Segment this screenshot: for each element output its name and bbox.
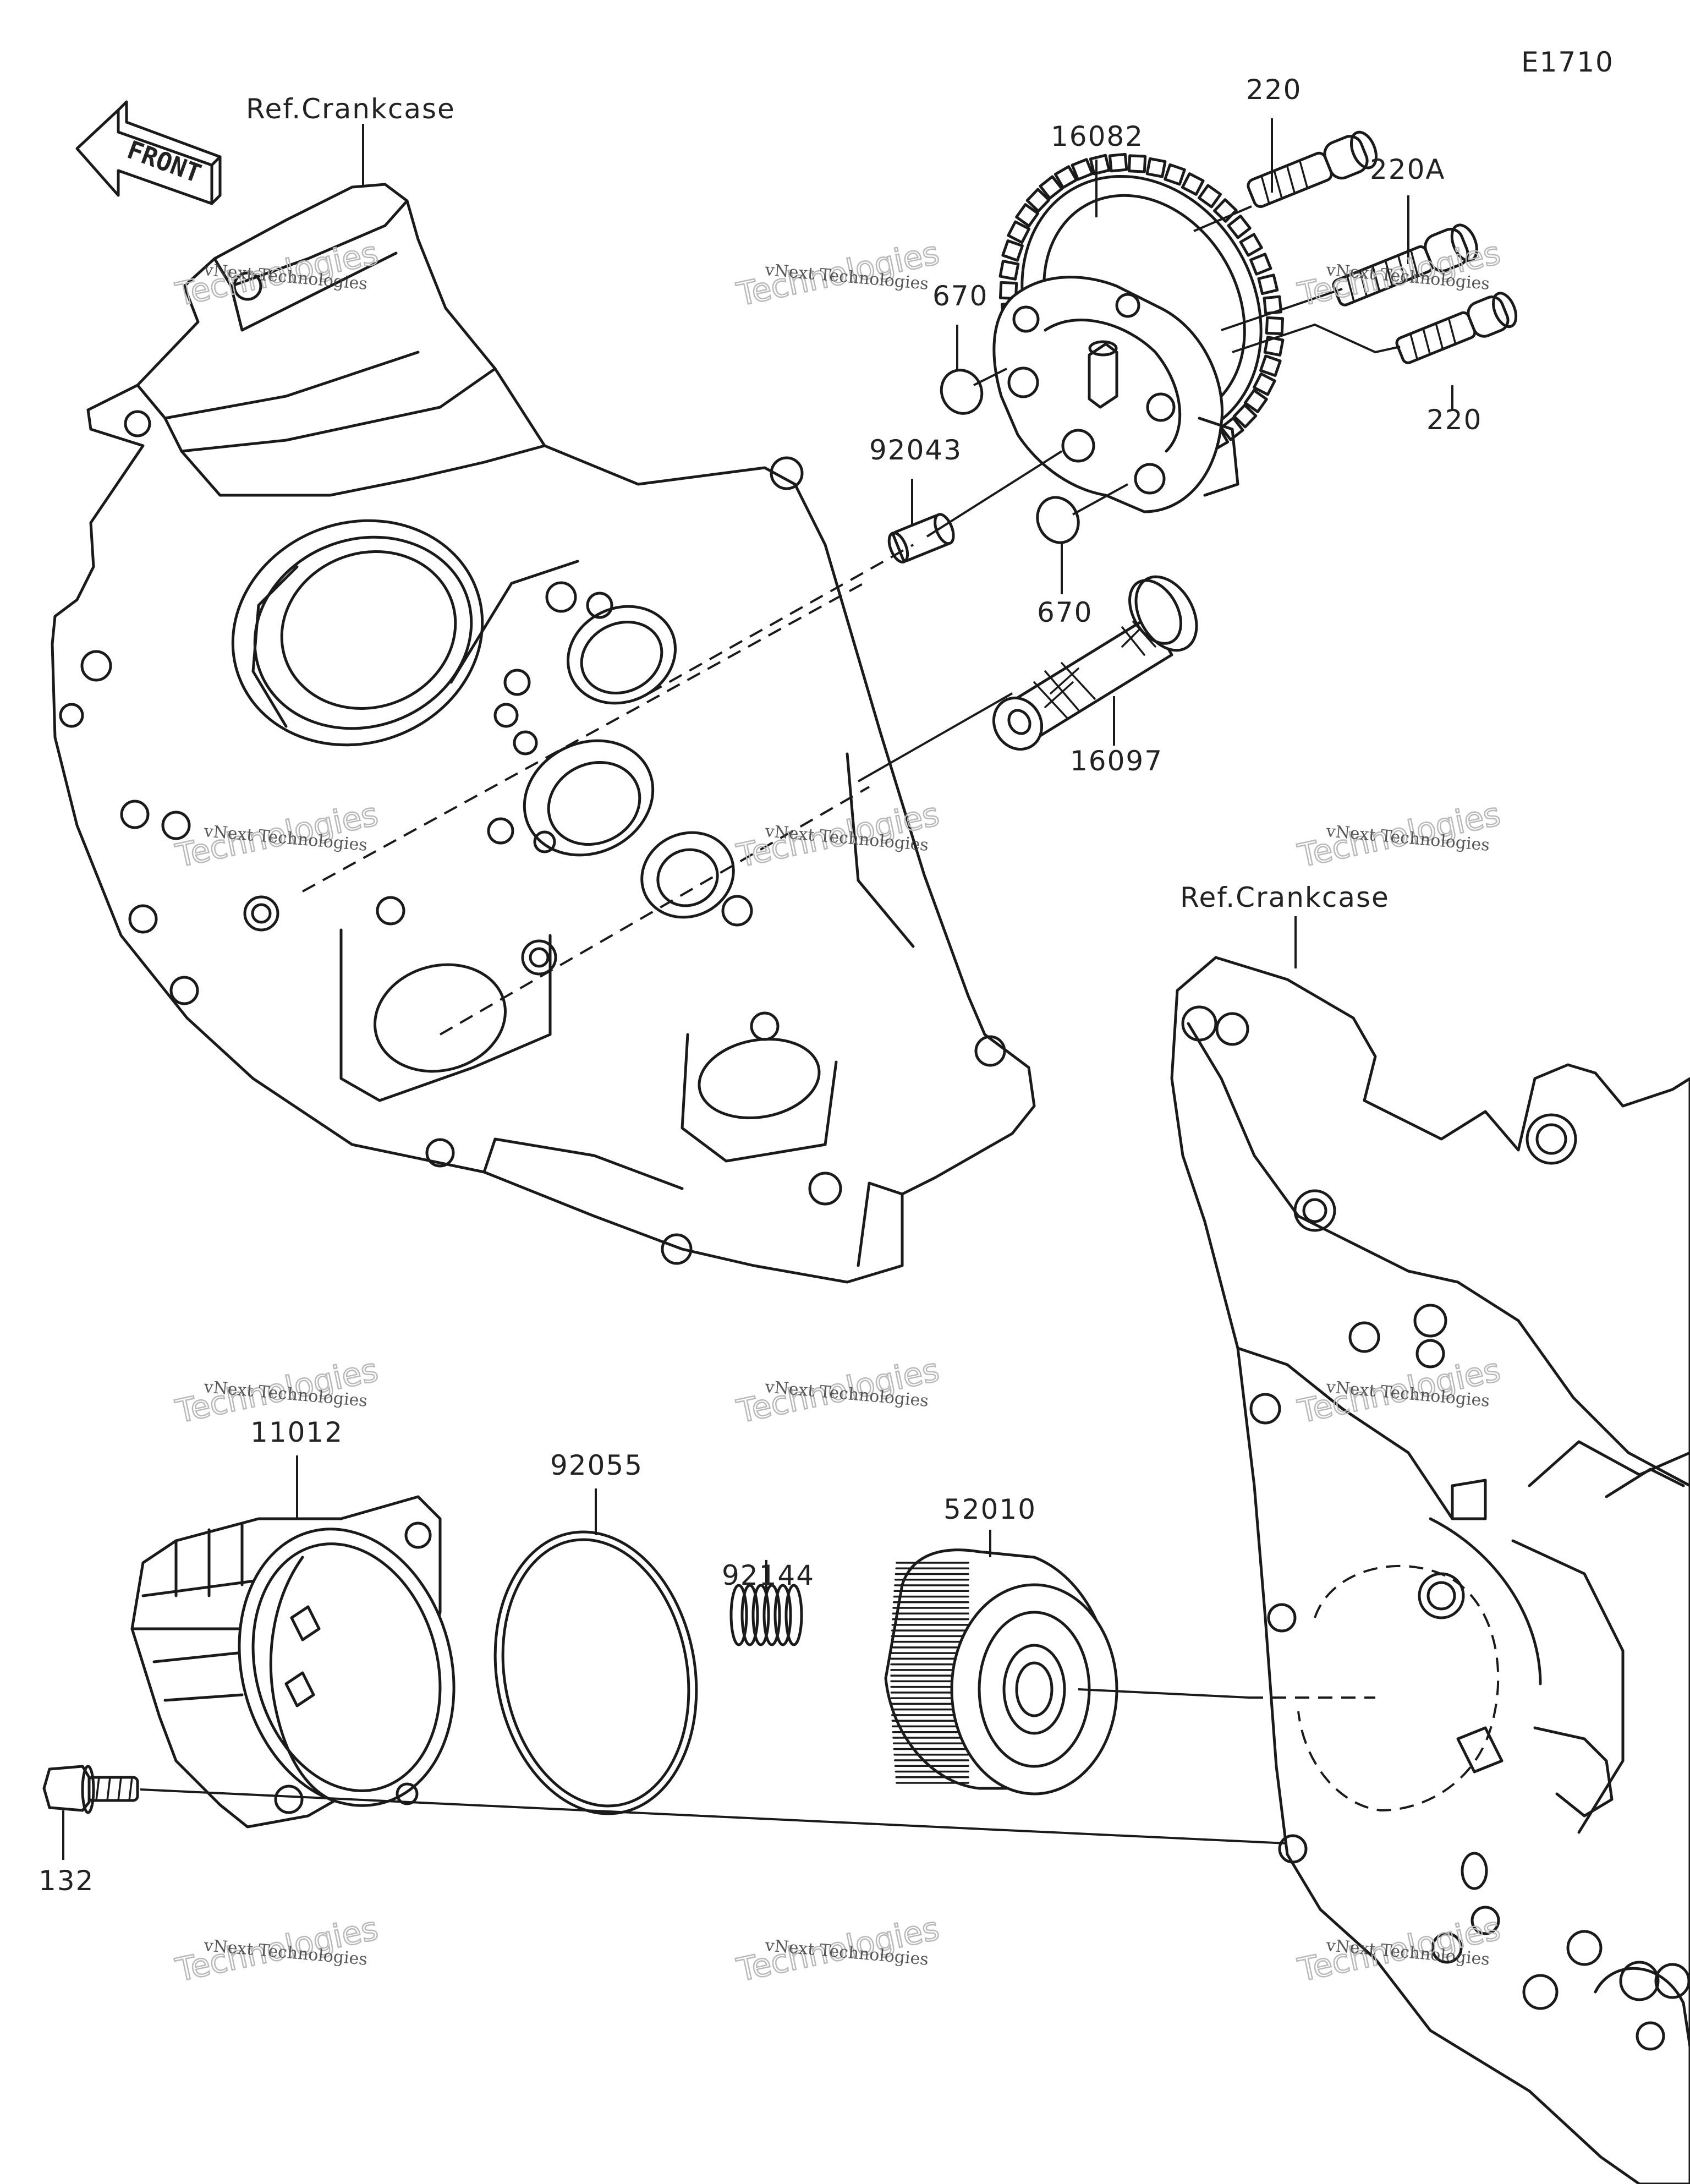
gear-tooth: [1145, 157, 1167, 178]
ref-crankcase-right: Ref.Crankcase: [1180, 882, 1390, 913]
gear-tooth: [1001, 239, 1024, 262]
diagram-code: E1710: [1521, 46, 1614, 78]
gear-tooth: [1253, 372, 1276, 396]
bolt-220-top: [1247, 130, 1378, 208]
label-670-upper: 670: [932, 280, 988, 312]
leader-lines: [62, 118, 1453, 1860]
dowel-pin-92043: [887, 513, 955, 563]
label-670-lower: 670: [1037, 596, 1093, 628]
front-arrow-icon: FRONT: [75, 100, 222, 205]
gear-tooth: [1265, 316, 1285, 336]
label-220-right: 220: [1426, 404, 1482, 436]
gear-tooth: [998, 260, 1020, 281]
left-crankcase: [51, 183, 1036, 1284]
spring-92144: [729, 1584, 803, 1646]
label-220-top: 220: [1246, 74, 1302, 106]
gear-tooth: [1243, 388, 1268, 413]
label-92055: 92055: [550, 1449, 643, 1481]
label-11012: 11012: [250, 1416, 343, 1448]
o-ring-670-lower: [1036, 496, 1080, 544]
gear-tooth: [1071, 158, 1094, 181]
gear-tooth: [1259, 354, 1282, 377]
right-crankcase: [1170, 956, 1690, 2184]
gear-tooth: [998, 281, 1018, 300]
gear-tooth: [1249, 253, 1272, 276]
label-16097: 16097: [1070, 745, 1163, 777]
label-92043: 92043: [869, 434, 962, 466]
gear-tooth: [1007, 220, 1030, 244]
gear-tooth: [1227, 215, 1252, 239]
label-220a: 220A: [1370, 154, 1446, 185]
gear-tooth: [1232, 403, 1258, 429]
gear-tooth: [1039, 175, 1063, 200]
oil-filter-52010: [884, 1548, 1118, 1796]
oil-pump-16082: [992, 152, 1285, 513]
gear-tooth: [1025, 188, 1051, 213]
gear-tooth: [1164, 163, 1186, 186]
gear-tooth: [1089, 154, 1111, 176]
label-132: 132: [39, 1865, 94, 1897]
gear-tooth: [1127, 154, 1147, 173]
gear-tooth: [1053, 165, 1078, 189]
gear-tooth: [1181, 172, 1205, 196]
flange-bolt-132: [42, 1765, 139, 1814]
label-16082: 16082: [1051, 121, 1144, 152]
filter-cover-11012: [130, 1495, 456, 1829]
o-ring-670-upper: [940, 369, 984, 415]
label-92144: 92144: [722, 1559, 815, 1591]
gear-tooth: [1239, 233, 1263, 257]
gear-tooth: [1257, 273, 1279, 295]
gear-tooth: [1198, 184, 1222, 209]
gear-tooth: [1015, 203, 1040, 228]
oil-screen-16097: [992, 575, 1198, 751]
bolt-220-right: [1395, 292, 1518, 364]
gear-tooth: [1108, 152, 1128, 173]
label-52010: 52010: [943, 1493, 1036, 1525]
ref-crankcase-left: Ref.Crankcase: [246, 93, 456, 125]
cover-o-ring-92055: [493, 1530, 698, 1815]
